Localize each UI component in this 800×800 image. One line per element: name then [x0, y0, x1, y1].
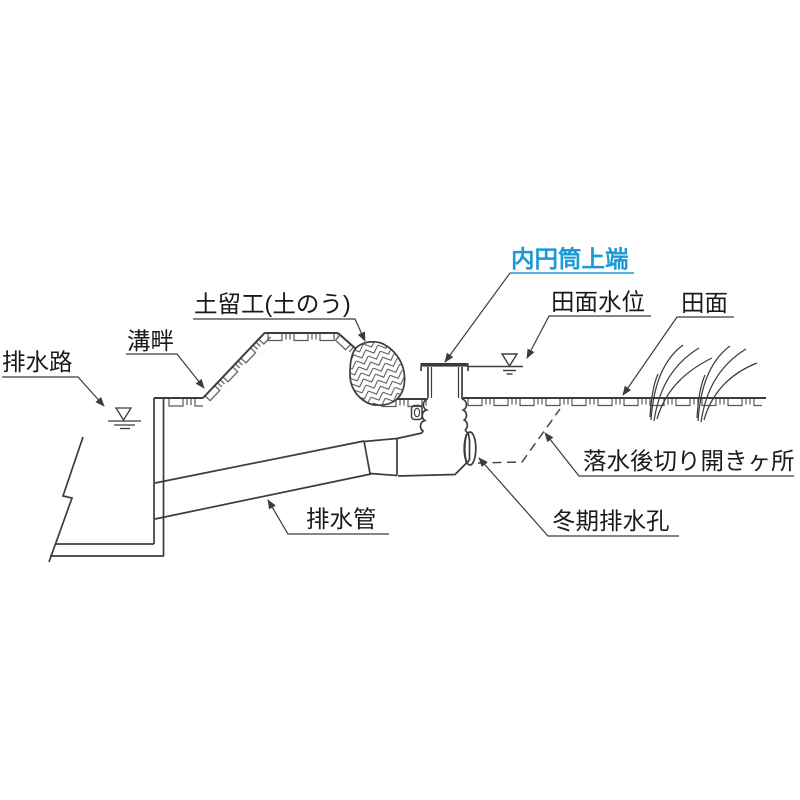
- riser-outer-walls: [427, 367, 463, 399]
- pipe-joint-line: [363, 440, 371, 474]
- channel-left-bank-break-line: [48, 436, 84, 563]
- water-level-triangle-icon: [500, 353, 519, 368]
- pipe-lower-line: [154, 473, 372, 520]
- leader-paddy-water-level: [526, 315, 651, 359]
- rice-plants: [649, 344, 758, 423]
- sandbag: [349, 341, 406, 406]
- leader-paddy-surface: [622, 316, 734, 396]
- winter-drain-hole-inner-arc: [463, 433, 468, 464]
- leader-lines: [2, 272, 794, 537]
- leader-winter-drain-hole: [478, 457, 679, 537]
- riser-top-rim: [420, 363, 469, 367]
- label-winter-drain-hole: 冬期排水孔: [552, 508, 670, 534]
- leader-drain-pipe: [267, 499, 389, 535]
- label-inner-cylinder-top: 内円筒上端: [511, 245, 629, 272]
- bank-slope-line: [202, 331, 266, 399]
- labels: 排水路 溝畔 土留工(土のう) 内円筒上端 田面水位 田面 落水後切り開きヶ所 …: [2, 245, 795, 534]
- pipe-upper-line: [154, 440, 365, 484]
- label-drain-pipe: 排水管: [306, 506, 377, 532]
- water-level-triangle-icon: [114, 407, 133, 422]
- label-paddy-water-level: 田面水位: [551, 289, 645, 315]
- pipe-socket-collar: [363, 437, 398, 477]
- leader-ditch-bank: [126, 353, 205, 389]
- rim-end-tabs: [420, 366, 469, 371]
- riser-inner-walls: [430, 367, 460, 398]
- paddy-water-level-symbol: [468, 353, 523, 375]
- side-fitting-detail: [413, 407, 421, 418]
- leader-earth-retaining: [193, 318, 366, 342]
- label-ditch-bank: 溝畔: [127, 328, 174, 354]
- elbow-body: [396, 429, 471, 477]
- label-earth-retaining: 土留工(土のう): [194, 291, 351, 317]
- label-drainage-channel: 排水路: [2, 349, 73, 375]
- label-cut-open: 落水後切り開きヶ所: [583, 448, 795, 474]
- label-paddy-surface: 田面: [681, 290, 728, 316]
- bellows-right: [461, 398, 469, 431]
- side-fitting: [410, 404, 423, 421]
- sandbag-outline: [349, 341, 406, 406]
- leader-drainage-channel: [2, 376, 105, 407]
- leader-cut-open: [544, 432, 794, 477]
- drain-pipe-assembly: [154, 429, 471, 520]
- cut-open-dashed-line: [477, 408, 561, 464]
- channel-water-level-symbol: [108, 407, 141, 430]
- drainage-channel: [48, 398, 165, 563]
- soil-hatching: [166, 331, 762, 412]
- standpipe-riser: [410, 363, 477, 466]
- bank-downslope-line: [337, 332, 357, 350]
- leader-inner-cylinder-top: [444, 272, 511, 363]
